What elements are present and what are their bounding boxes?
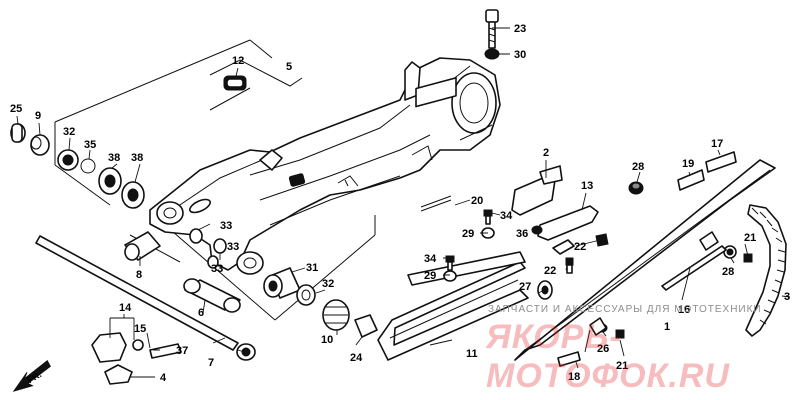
callout-31: 31 [306, 262, 318, 274]
callout-36: 36 [516, 228, 528, 240]
washer-30 [484, 48, 500, 60]
chain-guide-bracket-13 [537, 205, 599, 255]
callout-34-upper: 34 [500, 210, 513, 222]
label-18 [557, 351, 581, 367]
callout-38-a: 38 [108, 152, 120, 164]
callout-8: 8 [136, 269, 142, 281]
callout-4: 4 [160, 372, 167, 384]
bolt-23 [485, 9, 499, 49]
drive-chain-3 [745, 204, 787, 337]
chain-slider-bracket [91, 332, 182, 385]
callout-23: 23 [514, 23, 526, 35]
pivot-collar-6 [183, 278, 241, 313]
chain-guide-bracket-2 [511, 165, 563, 216]
callout-25: 25 [10, 103, 22, 115]
bearing-38-b [121, 181, 145, 209]
callout-21-right: 21 [744, 232, 756, 244]
washer-33b [213, 238, 227, 254]
bolt-34-upper [483, 209, 493, 225]
bushing-10 [322, 299, 350, 331]
cap-25 [10, 123, 26, 143]
bearing-32-right [296, 284, 316, 306]
callout-32-left: 32 [63, 126, 75, 138]
bolt-22-lower [565, 257, 574, 274]
callout-11: 11 [466, 348, 478, 360]
callout-37: 37 [176, 345, 188, 357]
callout-33-b: 33 [227, 241, 239, 253]
callout-20: 20 [471, 195, 483, 207]
washer-33a [189, 228, 203, 244]
chain-slider-11 [377, 251, 529, 361]
bearing-32-left [57, 149, 79, 171]
callout-38-b: 38 [131, 152, 143, 164]
rubber-cap-12 [223, 75, 247, 91]
callout-15: 15 [134, 323, 146, 335]
bolt-21-right [743, 253, 753, 263]
grommet-28-top [628, 181, 644, 195]
callout-26: 26 [597, 343, 609, 355]
bolt-34-lower [445, 255, 455, 271]
rubber-strip-16 [661, 245, 727, 291]
callout-9: 9 [35, 110, 41, 122]
label-19 [677, 169, 705, 191]
leader-lines [16, 27, 791, 378]
callout-13: 13 [581, 180, 593, 192]
callout-16: 16 [678, 304, 690, 316]
washer-36 [531, 225, 543, 235]
callout-33-c: 33 [211, 263, 223, 275]
callout-6: 6 [198, 307, 204, 319]
callout-35: 35 [84, 139, 96, 151]
item5-frame [209, 59, 303, 87]
grommet-29-lower [443, 270, 457, 282]
callout-21-lower: 21 [616, 360, 628, 372]
callout-18: 18 [568, 371, 580, 383]
pivot-bushing-31 [263, 267, 301, 299]
callout-32-right: 32 [322, 278, 334, 290]
callout-17: 17 [711, 138, 723, 150]
swingarm [149, 57, 501, 275]
callout-27: 27 [519, 281, 531, 293]
callout-7: 7 [208, 357, 214, 369]
callout-28-right: 28 [722, 266, 734, 278]
callout-2: 2 [543, 147, 549, 159]
bolt-22-upper [595, 233, 609, 247]
callout-22-lower: 22 [544, 265, 556, 277]
callout-29-upper: 29 [462, 228, 474, 240]
collar-8 [124, 231, 161, 261]
callout-22-upper: 22 [574, 241, 586, 253]
label-17 [705, 151, 737, 173]
callout-28-top: 28 [632, 161, 644, 173]
callout-19: 19 [682, 158, 694, 170]
callout-29-lower: 29 [424, 270, 436, 282]
front-arrow-icon: FR. [12, 359, 51, 392]
callout-34-lower: 34 [424, 253, 437, 265]
caution-label-20 [415, 76, 457, 212]
grommet-28-right [723, 245, 737, 259]
washer-33c [207, 255, 219, 269]
callout-24: 24 [350, 352, 363, 364]
callout-12: 12 [232, 55, 244, 67]
callout-5: 5 [286, 61, 292, 73]
callout-33-a: 33 [220, 220, 232, 232]
callout-30: 30 [514, 49, 526, 61]
pivot-bolt-7 [35, 235, 256, 361]
chain-cover-1 [514, 159, 776, 361]
dust-seal-9 [30, 134, 50, 156]
callout-14: 14 [119, 302, 132, 314]
circlip-35 [80, 158, 96, 174]
guide-24 [354, 314, 378, 338]
bearing-38-a [98, 167, 122, 195]
bolt-21-lower [615, 329, 625, 339]
callout-labels: 25 9 32 35 38 38 12 5 33 33 33 8 31 32 6… [10, 23, 790, 384]
callout-1: 1 [664, 321, 670, 333]
callout-3: 3 [784, 291, 790, 303]
callout-10: 10 [321, 334, 333, 346]
